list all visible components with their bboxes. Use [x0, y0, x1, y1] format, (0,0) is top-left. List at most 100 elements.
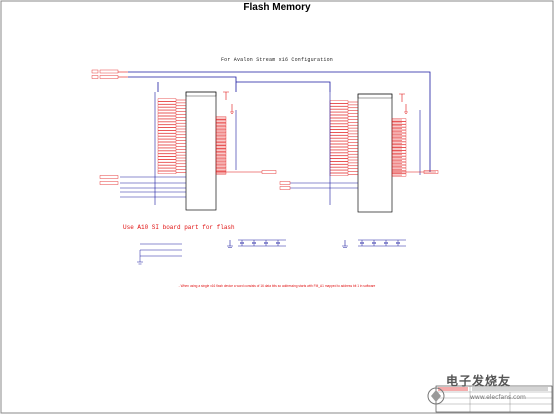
- net-label-box: [157, 107, 177, 111]
- net-label-box: [329, 173, 349, 176]
- flash-chip-2[interactable]: [329, 93, 407, 213]
- net-label-box: [157, 116, 177, 119]
- net-label-box: [391, 144, 407, 148]
- net-label-box: [215, 154, 227, 158]
- net-label-box: [329, 155, 349, 159]
- watermark-url: www.elecfans.com: [470, 394, 526, 401]
- capacitor: [240, 240, 244, 246]
- top-bus-wires: [128, 71, 431, 172]
- net-label-box: [215, 165, 227, 169]
- net-label-box: [329, 147, 349, 150]
- net-label-box: [157, 171, 177, 174]
- net-label-box: [391, 156, 407, 160]
- net-label-box: [157, 133, 177, 137]
- net-label-box: [157, 156, 177, 160]
- net-label-box: [157, 110, 177, 113]
- net-label-box: [329, 161, 349, 165]
- net-label-box: [391, 162, 407, 165]
- net-label-box: [329, 132, 349, 136]
- net-label-box: [391, 147, 407, 151]
- net-label-box: [157, 145, 177, 148]
- net-label-box: [215, 134, 227, 137]
- board-part-note: Use A10 SI board part for flash: [123, 224, 235, 231]
- net-label-box: [215, 142, 227, 146]
- net-label-box: [329, 170, 349, 173]
- capacitor: [252, 240, 256, 246]
- vertical-bus-wires: [154, 92, 421, 205]
- net-label-box: [215, 157, 227, 160]
- net-label-box: [329, 118, 349, 121]
- net-label-box: [391, 118, 407, 122]
- net-label-box: [391, 130, 407, 133]
- net-label-box: [329, 112, 349, 115]
- net-label-box: [157, 124, 177, 128]
- net-label-box: [329, 167, 349, 171]
- net-label-box: [157, 150, 177, 154]
- net-label-box: [215, 119, 227, 123]
- net-label-box: [329, 144, 349, 147]
- net-label-box: [157, 153, 177, 157]
- net-label-box: [391, 167, 407, 171]
- net-label-box: [329, 100, 349, 104]
- left-net-labels: [91, 69, 128, 79]
- net-label-box: [329, 109, 349, 113]
- net-label-box: [329, 164, 349, 168]
- page-subtitle: For Avalon Stream x16 Configuration: [220, 57, 334, 63]
- net-label-box: [215, 168, 227, 172]
- net-label-box: [157, 162, 177, 166]
- capacitor: [372, 240, 376, 246]
- net-label-box: [391, 165, 407, 168]
- power-symbol-icon: [223, 91, 408, 114]
- net-label-box: [157, 104, 177, 108]
- pullup-network-left: [137, 243, 182, 265]
- ground-symbol-icon: [227, 240, 348, 248]
- net-label-box: [329, 152, 349, 156]
- decoupling-capacitors: [238, 239, 406, 247]
- net-label-box: [329, 106, 349, 110]
- net-label-box: [391, 124, 407, 128]
- net-label-box: [157, 121, 177, 125]
- net-label-box: [329, 138, 349, 142]
- net-label-box: [215, 139, 227, 143]
- net-label-box: [391, 150, 407, 154]
- net-label-box: [391, 136, 407, 139]
- net-label-box: [391, 133, 407, 136]
- net-label-box: [215, 131, 227, 134]
- net-label-box: [391, 121, 407, 125]
- capacitor: [396, 240, 400, 246]
- net-label-box: [157, 139, 177, 142]
- net-label-box: [215, 122, 227, 126]
- net-label-box: [157, 130, 177, 134]
- net-label-box: [157, 165, 177, 169]
- net-label-box: [329, 141, 349, 144]
- net-label-box: [329, 103, 349, 107]
- net-label-box: [329, 129, 349, 133]
- net-label-box: [329, 135, 349, 139]
- net-label-box: [329, 149, 349, 153]
- net-label-box: [215, 148, 227, 152]
- net-label-box: [215, 145, 227, 149]
- capacitor: [360, 240, 364, 246]
- capacitor: [276, 240, 280, 246]
- net-label-box: [157, 118, 177, 122]
- net-label-box: [215, 136, 227, 140]
- page-title: Flash Memory: [243, 2, 311, 13]
- net-label-box: [215, 160, 227, 163]
- net-label-box: [157, 168, 177, 171]
- net-label-box: [391, 127, 407, 131]
- net-label-box: [157, 159, 177, 163]
- net-label-box: [157, 136, 177, 140]
- net-label-box: [391, 141, 407, 145]
- watermark-text: 电子发烧友: [446, 374, 512, 388]
- watermark-logo-icon: [427, 387, 445, 405]
- net-label-box: [157, 113, 177, 116]
- flash-chip-1[interactable]: [157, 91, 227, 211]
- capacitor: [264, 240, 268, 246]
- control-net-wires: [99, 170, 439, 198]
- net-label-box: [391, 153, 407, 157]
- flash-chip-icon: [357, 93, 393, 213]
- net-label-box: [215, 128, 227, 131]
